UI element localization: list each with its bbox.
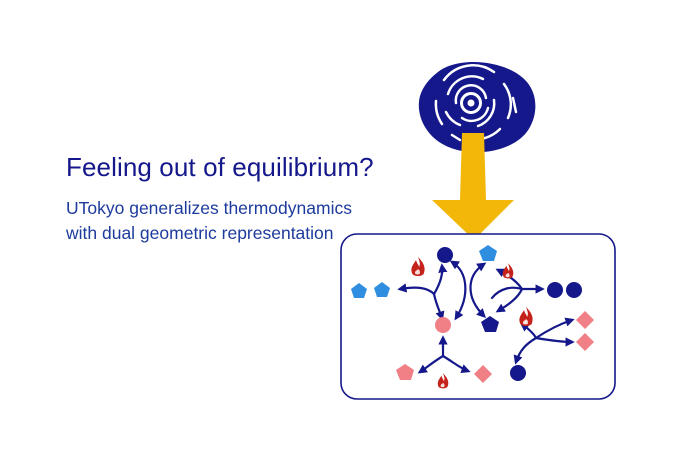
blue-pentagon <box>351 283 367 298</box>
navy-circle <box>566 282 582 298</box>
navy-circle <box>547 282 563 298</box>
pink-diamond <box>576 333 594 351</box>
subtitle: UTokyo generalizes thermodynamics with d… <box>66 196 352 246</box>
pink-pentagon <box>396 364 414 380</box>
navy-circle <box>510 365 526 381</box>
cell-icon <box>418 61 536 153</box>
blue-pentagon <box>374 282 390 297</box>
navy-circle <box>437 247 453 263</box>
subtitle-line-1: UTokyo generalizes thermodynamics <box>66 198 352 218</box>
pink-circle <box>435 317 451 333</box>
pink-diamond <box>474 365 492 383</box>
subtitle-line-2: with dual geometric representation <box>66 223 334 243</box>
page-title: Feeling out of equilibrium? <box>66 152 374 182</box>
navy-pentagon <box>481 316 499 332</box>
blue-pentagon <box>479 245 497 261</box>
reaction-arrows <box>397 260 575 374</box>
down-arrow-icon <box>432 133 514 240</box>
species-nodes <box>351 245 594 383</box>
pink-diamond <box>576 311 594 329</box>
